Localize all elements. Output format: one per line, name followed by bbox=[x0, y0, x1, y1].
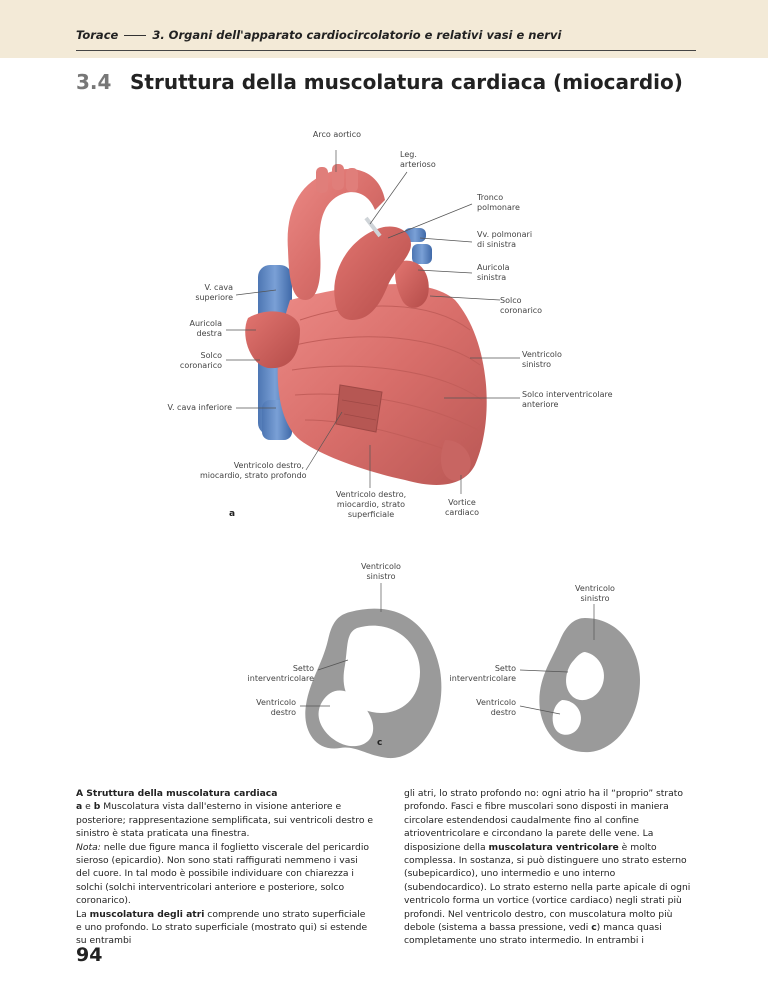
cross-section-left bbox=[305, 608, 442, 759]
label-arco-aortico: Arco aortico bbox=[312, 130, 362, 139]
running-head-section: 3. Organi dell'apparato cardiocircolator… bbox=[152, 28, 562, 42]
figure-a-leader-lines bbox=[226, 150, 520, 494]
cross-section-right bbox=[539, 618, 640, 753]
caption-nota: Nota: nelle due figure manca il fogliett… bbox=[76, 841, 370, 907]
caption-column: A Struttura della muscolatura cardiaca a… bbox=[76, 787, 374, 948]
header-rule bbox=[76, 50, 696, 51]
label-vcava-inferiore: V. cava inferiore bbox=[167, 403, 232, 412]
section-number: 3.4 bbox=[76, 70, 112, 94]
body-text-right: gli atri, lo strato profondo no: ogni at… bbox=[404, 787, 698, 948]
header-band bbox=[0, 0, 768, 58]
caption-atri: La muscolatura degli atri comprende uno … bbox=[76, 908, 368, 947]
caption-ab: a e b Muscolatura vista dall'esterno in … bbox=[76, 801, 374, 840]
figure-a-letter: a bbox=[229, 509, 236, 519]
page-number: 94 bbox=[76, 944, 103, 966]
section-title: Struttura della muscolatura cardiaca (mi… bbox=[130, 70, 683, 94]
label-leg-arterioso: Leg.arterioso bbox=[400, 150, 436, 169]
running-head: Torace 3. Organi dell'apparato cardiocirc… bbox=[76, 28, 561, 42]
body-paragraph: gli atri, lo strato profondo no: ogni at… bbox=[404, 788, 691, 947]
heart-illustration bbox=[245, 164, 487, 485]
figure-c-leader-lines bbox=[300, 583, 595, 715]
label-ventricolo-destro-profondo: Ventricolo destro,miocardio, strato prof… bbox=[200, 461, 307, 480]
caption-title: A Struttura della muscolatura cardiaca bbox=[76, 788, 278, 799]
running-head-chapter: Torace bbox=[76, 28, 119, 42]
figure-c-letter: c bbox=[377, 738, 383, 748]
header-dash bbox=[124, 35, 147, 36]
